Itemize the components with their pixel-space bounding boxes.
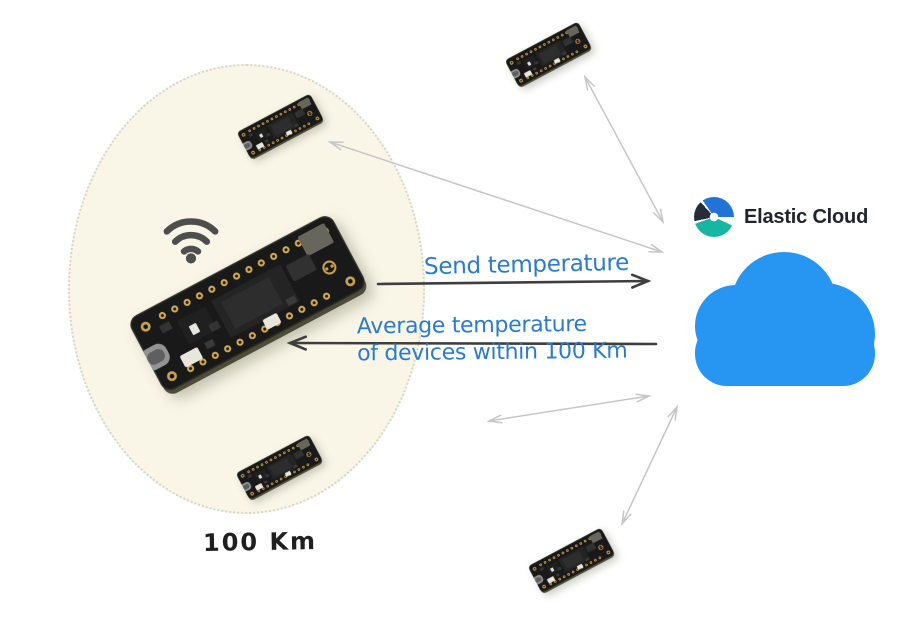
average-temperature-line2: of devices within 100 Km — [357, 338, 628, 367]
peer-link-arrow — [583, 74, 665, 225]
cloud-icon — [695, 252, 875, 386]
wifi-icon — [163, 218, 219, 264]
peer-link-arrow — [620, 404, 679, 527]
elastic-cloud-label: Elastic Cloud — [744, 206, 869, 228]
peer-device-board — [527, 526, 616, 594]
average-temperature-line1: Average temperature — [356, 312, 587, 340]
elastic-cloud-logo-icon — [694, 197, 734, 237]
average-temperature-label: Average temperature of devices within 10… — [357, 312, 628, 368]
peer-link-arrow — [486, 393, 652, 424]
peer-device-board — [504, 20, 593, 88]
send-temperature-label: Send temperature — [423, 249, 630, 281]
coverage-radius-label: 100 Km — [202, 527, 318, 557]
